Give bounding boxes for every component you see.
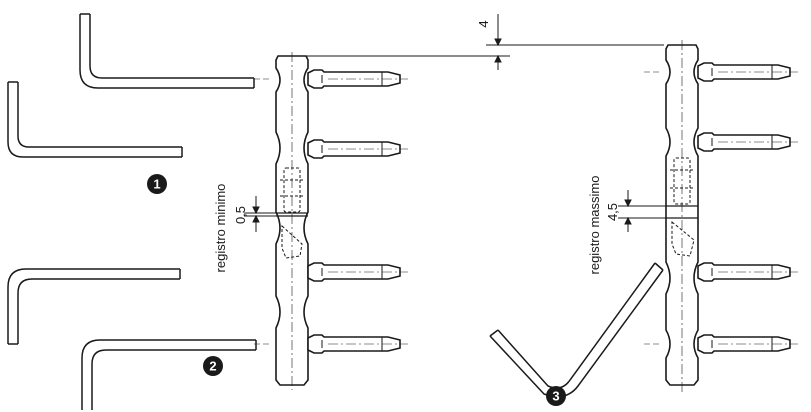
registro-massimo-label: registro massimo <box>587 176 602 275</box>
pin-right-4 <box>697 334 799 354</box>
svg-text:3: 3 <box>552 389 559 404</box>
svg-text:1: 1 <box>153 177 160 192</box>
pin-left-1 <box>307 69 409 89</box>
dimension-min-gap <box>244 196 276 232</box>
allen-key-bottom <box>81 339 257 410</box>
pin-left-3 <box>307 262 409 282</box>
pin-left-4 <box>307 334 409 354</box>
dimension-top-offset <box>292 14 664 70</box>
registro-minimo-label: registro minimo <box>213 184 228 273</box>
hinge-right <box>665 40 699 392</box>
allen-key-inserted <box>489 262 664 398</box>
dimension-max-gap <box>618 190 666 232</box>
hinge-left <box>275 52 309 390</box>
step-badge-2: 2 <box>203 356 223 376</box>
allen-key-middle <box>7 81 183 158</box>
max-gap-value: 4,5 <box>605 203 620 221</box>
pin-left-2 <box>307 139 409 159</box>
top-offset-value: 4 <box>476 20 491 27</box>
allen-key-top <box>79 13 255 89</box>
min-gap-value: 0,5 <box>233 206 248 224</box>
pin-right-3 <box>697 262 799 282</box>
pin-right-1 <box>697 62 799 82</box>
allen-key-lower <box>7 268 181 345</box>
svg-text:2: 2 <box>209 359 216 374</box>
pin-right-2 <box>697 132 799 152</box>
step-badge-3: 3 <box>546 386 566 406</box>
step-badge-1: 1 <box>147 174 167 194</box>
